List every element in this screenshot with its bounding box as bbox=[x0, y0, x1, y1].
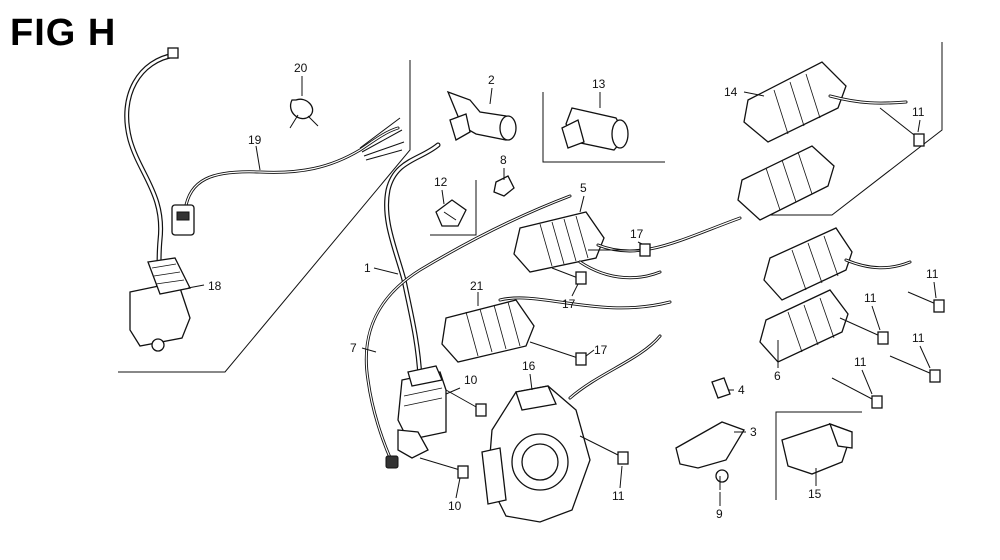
spark-plug-cap-2 bbox=[446, 90, 517, 141]
callout-21: 21 bbox=[470, 279, 484, 293]
group-boundaries bbox=[118, 42, 943, 500]
callout-15: 15 bbox=[808, 487, 822, 501]
callout-17a: 17 bbox=[630, 227, 644, 241]
leader-lines bbox=[187, 76, 937, 506]
plate-3 bbox=[675, 421, 745, 483]
callout-18: 18 bbox=[208, 279, 222, 293]
callout-6: 6 bbox=[774, 369, 781, 383]
spark-plug-cap-13 bbox=[561, 107, 629, 151]
callout-17c: 17 bbox=[594, 343, 608, 357]
callout-14: 14 bbox=[724, 85, 738, 99]
callout-3: 3 bbox=[750, 425, 757, 439]
callout-11a: 11 bbox=[912, 105, 925, 119]
figure-title: FIG H bbox=[10, 12, 117, 54]
callout-11f: 11 bbox=[612, 489, 625, 503]
bolts bbox=[419, 107, 945, 490]
ignition-coil-harness-18-19 bbox=[124, 47, 405, 352]
exciter-coil-5 bbox=[513, 211, 742, 280]
callout-4: 4 bbox=[738, 383, 745, 397]
callout-11d: 11 bbox=[912, 331, 925, 345]
callout-labels: 1 2 3 4 5 6 7 8 9 10 10 11 11 11 11 11 1… bbox=[208, 61, 939, 521]
callout-19: 19 bbox=[248, 133, 262, 147]
coil-14 bbox=[737, 61, 908, 221]
callout-8: 8 bbox=[500, 153, 507, 167]
callout-1: 1 bbox=[364, 261, 371, 275]
callout-10a: 10 bbox=[464, 373, 478, 387]
callout-13: 13 bbox=[592, 77, 606, 91]
callout-12: 12 bbox=[434, 175, 448, 189]
callout-11b: 11 bbox=[926, 267, 939, 281]
bracket-15 bbox=[781, 422, 853, 475]
callout-7: 7 bbox=[350, 341, 357, 355]
clip-8 bbox=[493, 175, 515, 197]
callout-2: 2 bbox=[488, 73, 495, 87]
clip-12 bbox=[435, 199, 467, 227]
callout-10b: 10 bbox=[448, 499, 462, 513]
callout-17b: 17 bbox=[562, 297, 576, 311]
callout-9: 9 bbox=[716, 507, 723, 521]
clip-20 bbox=[289, 98, 319, 129]
callout-16: 16 bbox=[522, 359, 536, 373]
stator-assembly-16 bbox=[481, 334, 662, 523]
exciter-coil-21 bbox=[441, 296, 672, 363]
callout-11e: 11 bbox=[854, 355, 867, 369]
grommet-4 bbox=[711, 377, 731, 399]
coil-6 bbox=[759, 227, 912, 363]
callout-5: 5 bbox=[580, 181, 587, 195]
callout-20: 20 bbox=[294, 61, 308, 75]
callout-11c: 11 bbox=[864, 291, 877, 305]
ignition-coil-1-7 bbox=[364, 142, 572, 469]
